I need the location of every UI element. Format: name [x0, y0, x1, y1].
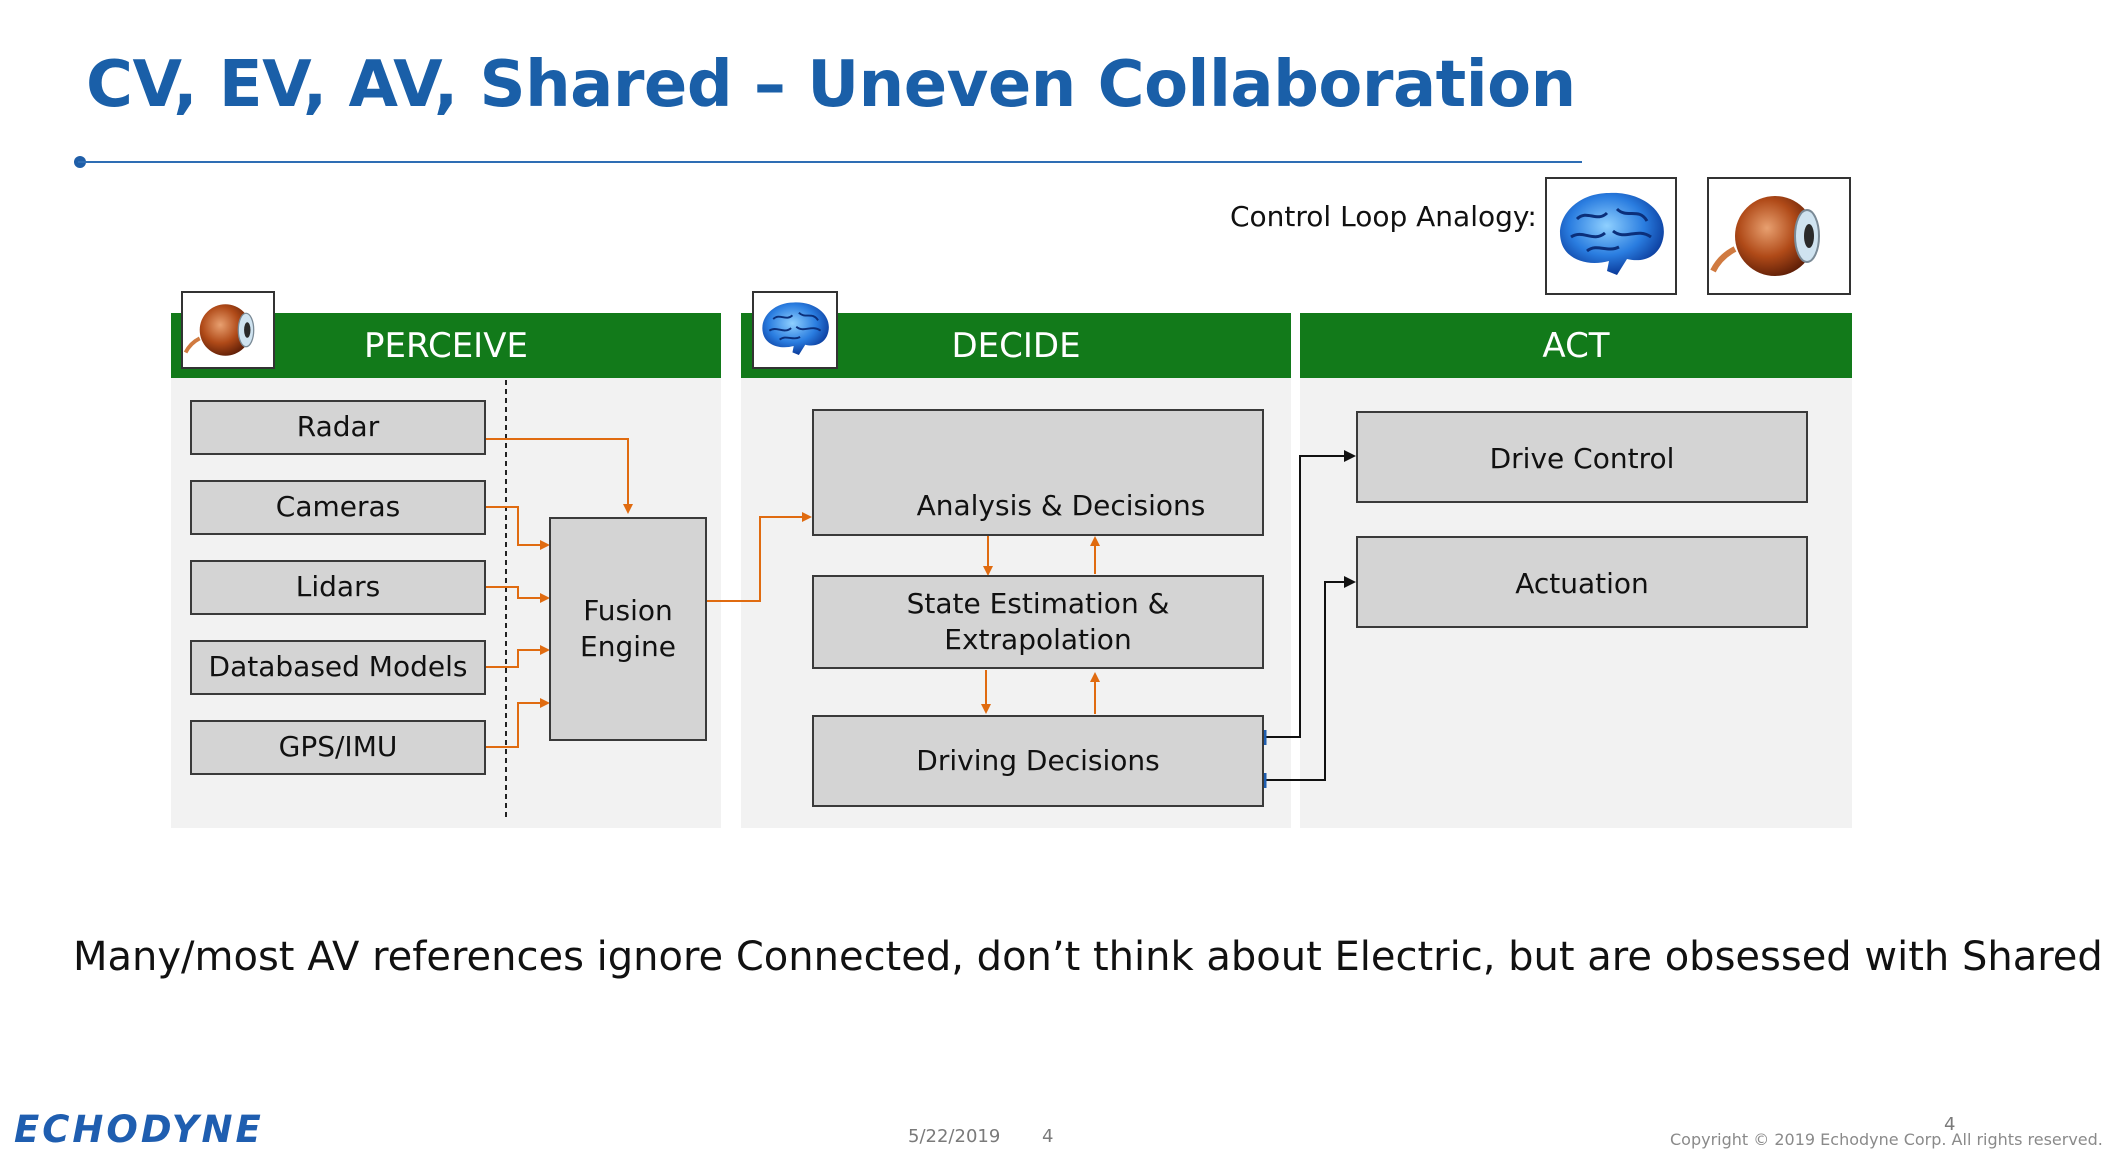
gps-imu-box: GPS/IMU — [190, 720, 486, 775]
act-header: ACT — [1300, 313, 1852, 378]
brain-icon — [762, 302, 829, 355]
decide-brain-thumbnail — [752, 291, 838, 369]
databased-models-box: Databased Models — [190, 640, 486, 695]
connector-layer — [486, 380, 1356, 820]
fusion-engine-box: Fusion Engine — [549, 517, 707, 741]
drive-control-box: Drive Control — [1356, 411, 1808, 503]
analogy-label: Control Loop Analogy: — [1230, 200, 1537, 233]
perceive-eye-thumbnail — [181, 291, 275, 369]
eye-icon — [1710, 196, 1820, 276]
radar-box: Radar — [190, 400, 486, 455]
fusion-engine-label: Fusion Engine — [580, 593, 676, 663]
drive-control-label: Drive Control — [1489, 442, 1675, 475]
driving-decisions-label: Driving Decisions — [916, 743, 1160, 777]
actuation-box: Actuation — [1356, 536, 1808, 628]
bottom-statement: Many/most AV references ignore Connected… — [73, 934, 2103, 980]
cameras-arrow — [486, 506, 550, 550]
echodyne-logo: ECHODYNE — [14, 1108, 264, 1151]
brain-thumbnail — [1545, 177, 1677, 295]
footer-copyright: Copyright © 2019 Echodyne Corp. All righ… — [1670, 1130, 2103, 1149]
actuation-label: Actuation — [1515, 567, 1649, 600]
footer-page-number: 4 — [1042, 1126, 1054, 1147]
driving-decisions-box: Driving Decisions — [812, 715, 1264, 807]
lidars-box: Lidars — [190, 560, 486, 615]
databased-models-arrow — [486, 645, 550, 668]
gps-imu-arrow — [486, 698, 550, 748]
lidars-arrow — [486, 586, 550, 603]
driving-to-drive-control-arrow — [1264, 450, 1356, 738]
lidars-label: Lidars — [295, 570, 381, 604]
analysis-decisions-box: Analysis & Decisions — [812, 409, 1264, 536]
radar-label: Radar — [296, 410, 380, 444]
cameras-box: Cameras — [190, 480, 486, 535]
analysis-decisions-label: Analysis & Decisions — [916, 488, 1206, 522]
brain-icon — [1560, 192, 1664, 275]
databased-models-label: Databased Models — [208, 650, 468, 684]
state-estimation-box: State Estimation & Extrapolation — [812, 575, 1264, 669]
fusion-to-analysis-arrow — [707, 512, 812, 602]
eye-thumbnail — [1707, 177, 1851, 295]
eye-icon — [183, 304, 255, 356]
footer-date: 5/22/2019 — [908, 1126, 1001, 1147]
decide-header-label: DECIDE — [951, 325, 1081, 366]
perceive-header-label: PERCEIVE — [364, 325, 528, 366]
gps-imu-label: GPS/IMU — [278, 730, 398, 764]
slide-title: CV, EV, AV, Shared – Uneven Collaboratio… — [86, 48, 1576, 122]
title-rule — [78, 161, 1582, 163]
radar-arrow — [486, 438, 633, 514]
driving-to-actuation-arrow — [1264, 576, 1356, 781]
cameras-label: Cameras — [275, 490, 401, 524]
footer-slide-number: 4 — [1944, 1114, 1956, 1135]
state-estimation-label: State Estimation & Extrapolation — [906, 586, 1170, 656]
act-header-label: ACT — [1542, 325, 1610, 366]
